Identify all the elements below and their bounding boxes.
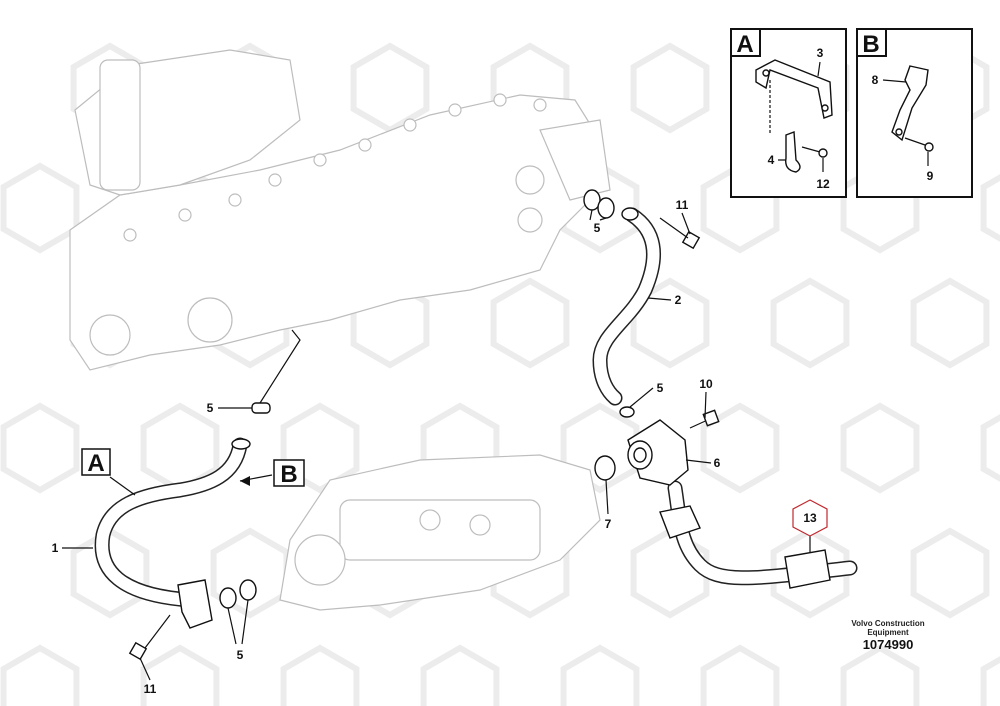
- nut: [659, 505, 701, 539]
- stud: [123, 228, 137, 242]
- stud: [403, 118, 417, 132]
- inset-b: B 8 9: [856, 28, 973, 198]
- ref-a: A: [87, 450, 104, 477]
- highlight-hexagon: [792, 499, 828, 537]
- pipe-1: [94, 437, 251, 629]
- stud: [358, 138, 372, 152]
- watermark-logo: [140, 644, 220, 706]
- bolts: [128, 217, 720, 661]
- ref-box-a: [81, 448, 111, 476]
- inset-a-callout-3: 3: [817, 46, 824, 60]
- callout-1: 1: [52, 541, 59, 555]
- watermark-logo: [210, 527, 290, 619]
- inset-b-letter: B: [862, 31, 879, 58]
- callout-2: 2: [675, 293, 682, 307]
- pipe-2: [592, 207, 662, 406]
- stud: [493, 93, 507, 107]
- watermark-logo: [980, 174, 1000, 242]
- watermark-logo: [910, 277, 990, 369]
- watermark-logo: [840, 402, 920, 494]
- inset-a-callout-12: 12: [816, 177, 830, 191]
- watermark-logo: [910, 527, 990, 619]
- watermark-logo: [700, 644, 780, 706]
- watermark-logo: [770, 277, 850, 369]
- leader-lines: [62, 209, 811, 681]
- ref-b: B: [280, 461, 297, 488]
- watermark-logo: [420, 644, 500, 706]
- pipe-1-flange: [177, 579, 213, 629]
- callout-5-top: 5: [594, 221, 601, 235]
- watermark-logo: [770, 527, 850, 619]
- inset-a: A 3 4 12: [730, 28, 847, 198]
- ref-box-b: [273, 459, 305, 487]
- callout-5-mid: 5: [657, 381, 664, 395]
- watermark-logo: [980, 656, 1000, 706]
- watermark-logo: [980, 414, 1000, 482]
- drawing-number: 1074990: [863, 637, 914, 652]
- watermark-logo: [840, 644, 920, 706]
- fitting-6: [627, 419, 689, 486]
- inset-a-callout-4: 4: [768, 153, 775, 167]
- stud: [228, 193, 242, 207]
- inset-b-callout-8: 8: [872, 73, 879, 87]
- callout-5-left: 5: [207, 401, 214, 415]
- callout-11-top: 11: [676, 198, 689, 212]
- watermark-logo: [280, 402, 360, 494]
- inset-b-callout-9: 9: [927, 169, 934, 183]
- watermark-logo: [350, 42, 430, 134]
- hose-fitting-13: [784, 549, 831, 589]
- watermark-logo: [560, 402, 640, 494]
- stud: [448, 103, 462, 117]
- callout-13: 13: [803, 511, 817, 525]
- callout-11-bottom: 11: [144, 682, 157, 696]
- inset-a-letter: A: [736, 31, 753, 58]
- watermark-logo: [630, 527, 710, 619]
- callout-6: 6: [714, 456, 721, 470]
- callout-5-bottom: 5: [237, 648, 244, 662]
- callout-7: 7: [605, 517, 612, 531]
- oil-pump-housing: [279, 454, 601, 611]
- stud: [268, 173, 282, 187]
- watermark-logo: [560, 644, 640, 706]
- watermark-logo: [630, 42, 710, 134]
- watermark-logo: [280, 644, 360, 706]
- maker-line-2: Equipment: [867, 628, 909, 637]
- watermark-logo: [490, 277, 570, 369]
- stud: [313, 153, 327, 167]
- engine-cylinder-head: [69, 49, 611, 371]
- watermark-logo: [700, 402, 780, 494]
- watermark-logo: [0, 644, 80, 706]
- watermark-logo: [0, 402, 80, 494]
- maker-line-1: Volvo Construction: [851, 619, 924, 628]
- callout-10: 10: [699, 377, 713, 391]
- watermark-logo: [0, 162, 80, 254]
- watermark-logo: [70, 527, 150, 619]
- stud: [178, 208, 192, 222]
- stud: [533, 98, 547, 112]
- oil-return-pipe: [659, 480, 858, 589]
